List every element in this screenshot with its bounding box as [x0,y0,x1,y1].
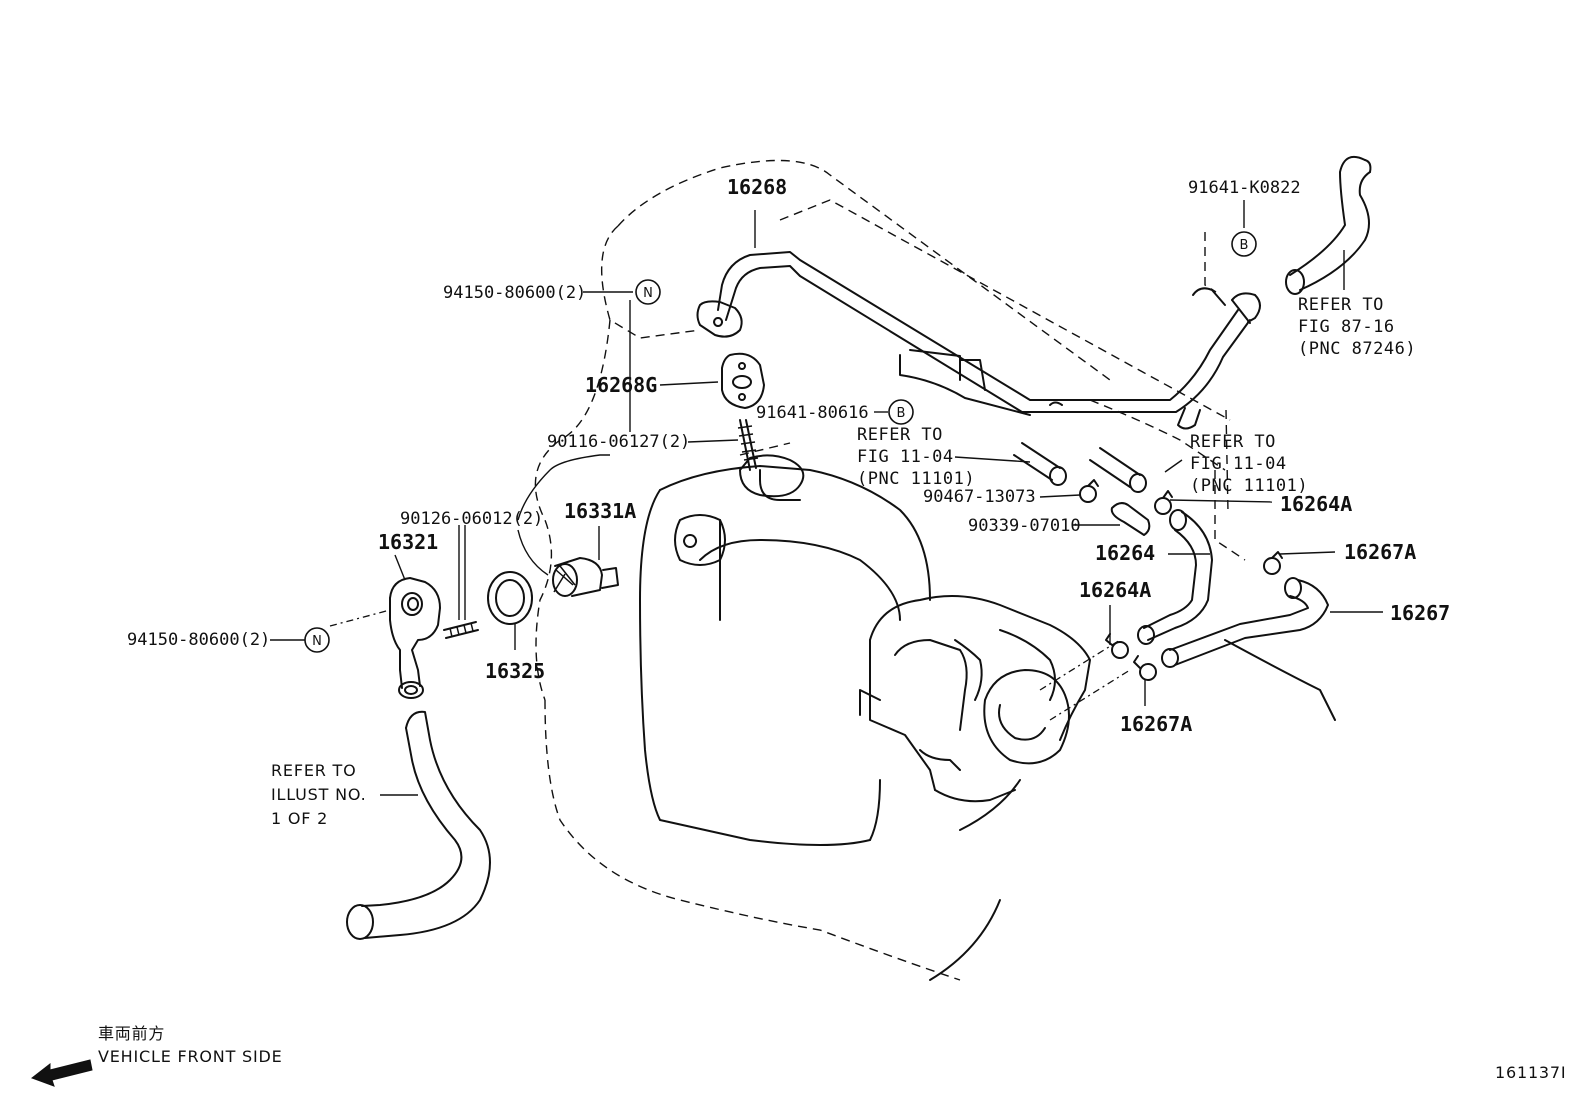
label-90467-13073: 90467-13073 [923,487,1036,507]
svg-text:N: N [312,634,322,649]
svg-text:ILLUST NO.: ILLUST NO. [271,785,366,804]
label-16267a-bot: 16267A [1120,712,1192,736]
label-16264: 16264 [1095,541,1155,565]
label-16264a-mid: 16264A [1079,578,1151,602]
hose-16267 [1161,577,1329,668]
label-91641-80616: 91641-80616 [756,403,869,423]
badge-b-top: B [1231,231,1257,257]
svg-text:FIG 11-04: FIG 11-04 [857,447,954,467]
label-16321: 16321 [378,530,438,554]
svg-text:(PNC 87246): (PNC 87246) [1298,339,1416,359]
water-bypass-pipe [696,251,1261,430]
stud-bolts [443,419,759,639]
label-94150-80600-top: 94150-80600(2) [443,283,586,303]
gasket-16268g [721,352,765,409]
vehicle-front-indicator: 車両前方 VEHICLE FRONT SIDE [30,1024,283,1087]
label-16325: 16325 [485,659,545,683]
svg-text:REFER TO: REFER TO [271,761,357,780]
label-16267: 16267 [1390,601,1450,625]
badge-n-top: N [635,279,661,305]
label-90116-06127: 90116-06127(2) [547,432,690,452]
hose-16264 [1137,509,1213,645]
label-91641-k0822: 91641-K0822 [1188,178,1301,198]
svg-text:REFER TO: REFER TO [1190,432,1276,452]
label-94150-80600-left: 94150-80600(2) [127,630,270,650]
svg-text:1 OF 2: 1 OF 2 [271,809,328,828]
vehicle-front-jp: 車両前方 [98,1024,165,1043]
label-16264a-top: 16264A [1280,492,1352,516]
svg-text:B: B [1240,238,1249,253]
svg-text:REFER TO: REFER TO [857,425,943,445]
svg-text:(PNC 11101): (PNC 11101) [857,469,975,489]
hose-87246 [1285,156,1372,295]
label-16268g: 16268G [585,373,657,397]
hose-front [346,710,491,940]
label-16268: 16268 [727,175,787,199]
label-16267a-top: 16267A [1344,540,1416,564]
gasket-16325 [487,571,533,625]
vehicle-front-en: VEHICLE FRONT SIDE [98,1047,283,1066]
pipe-fittings [1013,442,1151,536]
svg-text:N: N [643,286,653,301]
label-16331a: 16331A [564,499,636,523]
ref-note-fig-11-04-left: REFER TO FIG 11-04 (PNC 11101) [857,425,975,489]
leader-lines [270,200,1383,796]
engine-outline [329,159,1336,981]
arrow-left-icon [30,1059,93,1087]
svg-text:B: B [897,406,906,421]
ref-note-fig-11-04-right: REFER TO FIG 11-04 (PNC 11101) [1190,432,1308,496]
badge-b-mid: B [888,399,914,425]
svg-text:FIG 87-16: FIG 87-16 [1298,317,1395,337]
ref-note-illust: REFER TO ILLUST NO. 1 OF 2 [271,761,366,828]
thermostat-16331a [552,557,619,597]
label-90339-07010: 90339-07010 [968,516,1081,536]
svg-text:(PNC 11101): (PNC 11101) [1190,476,1308,496]
illustration-id: 161137I [1495,1063,1566,1082]
water-outlet-16321 [389,577,441,699]
badge-n-left: N [304,627,330,653]
svg-text:FIG 11-04: FIG 11-04 [1190,454,1287,474]
label-90126-06012: 90126-06012(2) [400,509,543,529]
ref-note-fig-87-16: REFER TO FIG 87-16 (PNC 87246) [1298,295,1416,359]
svg-text:REFER TO: REFER TO [1298,295,1384,315]
